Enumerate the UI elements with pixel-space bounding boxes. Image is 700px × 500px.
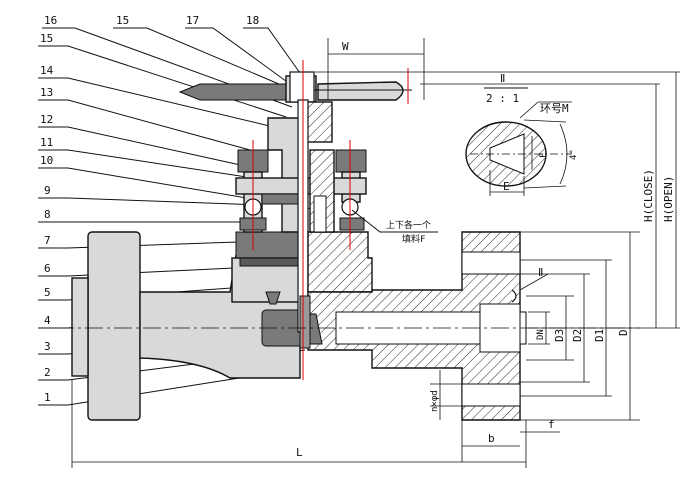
gland-left — [261, 193, 301, 205]
part-14: 14 — [40, 64, 54, 77]
part-8: 8 — [44, 208, 51, 221]
dim-nxphid: n×φd — [430, 390, 440, 412]
dim-F: F — [539, 153, 549, 158]
part-10: 10 — [40, 154, 53, 167]
part-3: 3 — [44, 340, 51, 353]
dimension-labels: W L b f D D1 D2 D3 DN n×φd H(CLOSE) H(OP… — [296, 40, 675, 459]
part-2: 2 — [44, 366, 51, 379]
part-1: 1 — [44, 391, 51, 404]
part-11: 11 — [40, 136, 53, 149]
detail-view-mark: Ⅱ — [500, 72, 505, 85]
part-9: 9 — [44, 184, 51, 197]
part-12: 12 — [40, 113, 53, 126]
leader-lines — [38, 27, 319, 406]
note-line-2: 填料F — [402, 233, 425, 245]
flange-section-mark: Ⅱ — [538, 266, 543, 279]
dim-E: E — [503, 180, 510, 193]
stem-nut — [289, 71, 315, 103]
part-15-left: 15 — [40, 32, 53, 45]
dim-D3: D3 — [553, 329, 566, 342]
dim-DN: DN — [536, 329, 546, 340]
part-6: 6 — [44, 262, 51, 275]
dim-D2: D2 — [571, 329, 584, 342]
note-leader — [351, 209, 438, 233]
right-section — [299, 149, 527, 421]
dim-W: W — [342, 40, 349, 53]
part-7: 7 — [44, 234, 51, 247]
left-flange — [71, 231, 141, 421]
centerlines — [252, 60, 409, 380]
detail-labels: Ⅱ 2 : 1 环号M Ⅱ — [486, 72, 569, 279]
part-4: 4 — [44, 314, 51, 327]
dim-D: D — [617, 329, 630, 336]
dim-D1: D1 — [593, 329, 606, 342]
dim-H-close: H(CLOSE) — [642, 169, 655, 222]
dim-f: f — [548, 418, 555, 431]
detail-scale: 2 : 1 — [486, 92, 519, 105]
packing-note: 上下各一个 填料F — [386, 219, 431, 245]
note-line-1: 上下各一个 — [386, 219, 431, 231]
bonnet — [231, 231, 301, 305]
part-number-labels: 16 15 17 18 15 14 13 12 11 10 9 8 7 6 5 … — [40, 14, 259, 404]
dimension-lines — [71, 38, 680, 468]
part-13: 13 — [40, 86, 53, 99]
dim-L: L — [296, 446, 303, 459]
yoke — [267, 117, 301, 233]
dim-angle: 4° — [569, 149, 579, 160]
part-17: 17 — [186, 14, 199, 27]
part-18: 18 — [246, 14, 259, 27]
part-5: 5 — [44, 286, 51, 299]
detail-ring-label: 环号M — [540, 102, 569, 115]
part-16: 16 — [44, 14, 57, 27]
part-15-top: 15 — [116, 14, 129, 27]
dim-b: b — [488, 432, 495, 445]
detail-view — [465, 87, 572, 196]
dim-H-open: H(OPEN) — [662, 176, 675, 222]
